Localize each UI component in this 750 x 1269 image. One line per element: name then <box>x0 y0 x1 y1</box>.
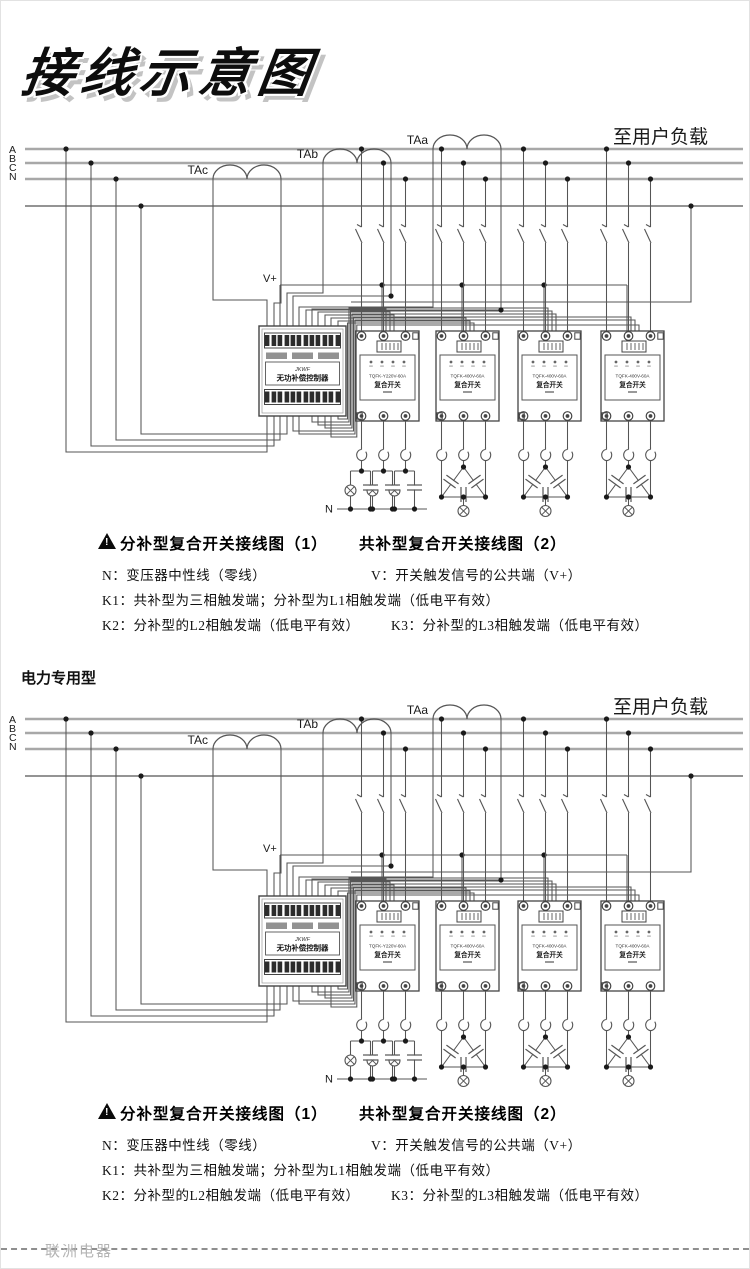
note-v: V：开关触发信号的公共端（V+） <box>371 568 582 583</box>
note-k2: K2：分补型的L2相触发端（低电平有效） <box>102 1188 360 1203</box>
caption-common: 共补型复合开关接线图（2） <box>359 536 567 553</box>
notes-block-2: ! 分补型复合开关接线图（1） 共补型复合开关接线图（2） N：变压器中性线（零… <box>98 1102 738 1207</box>
note-k3: K3：分补型的L3相触发端（低电平有效） <box>391 1188 649 1203</box>
caption-split: 分补型复合开关接线图（1） <box>120 1106 328 1123</box>
diagram-power-dedicated <box>9 696 743 1087</box>
note-k2: K2：分补型的L2相触发端（低电平有效） <box>102 618 360 633</box>
warning-icon: ! <box>98 533 116 549</box>
note-k3: K3：分补型的L3相触发端（低电平有效） <box>391 618 649 633</box>
diagram-standard <box>9 126 743 517</box>
notes-block-1: ! 分补型复合开关接线图（1） 共补型复合开关接线图（2） N：变压器中性线（零… <box>98 532 738 637</box>
note-k1: K1：共补型为三相触发端；分补型为L1相触发端（低电平有效） <box>102 593 500 608</box>
note-k1: K1：共补型为三相触发端；分补型为L1相触发端（低电平有效） <box>102 1163 500 1178</box>
divider-dashed-line <box>1 1248 749 1250</box>
caption-split: 分补型复合开关接线图（1） <box>120 536 328 553</box>
caption-common: 共补型复合开关接线图（2） <box>359 1106 567 1123</box>
section2-title: 电力专用型 <box>21 670 97 687</box>
note-n: N：变压器中性线（零线） <box>102 1138 267 1153</box>
warning-icon: ! <box>98 1103 116 1119</box>
note-n: N：变压器中性线（零线） <box>102 568 267 583</box>
brand-watermark: 联洲电器 <box>45 1243 114 1260</box>
note-v: V：开关触发信号的公共端（V+） <box>371 1138 582 1153</box>
